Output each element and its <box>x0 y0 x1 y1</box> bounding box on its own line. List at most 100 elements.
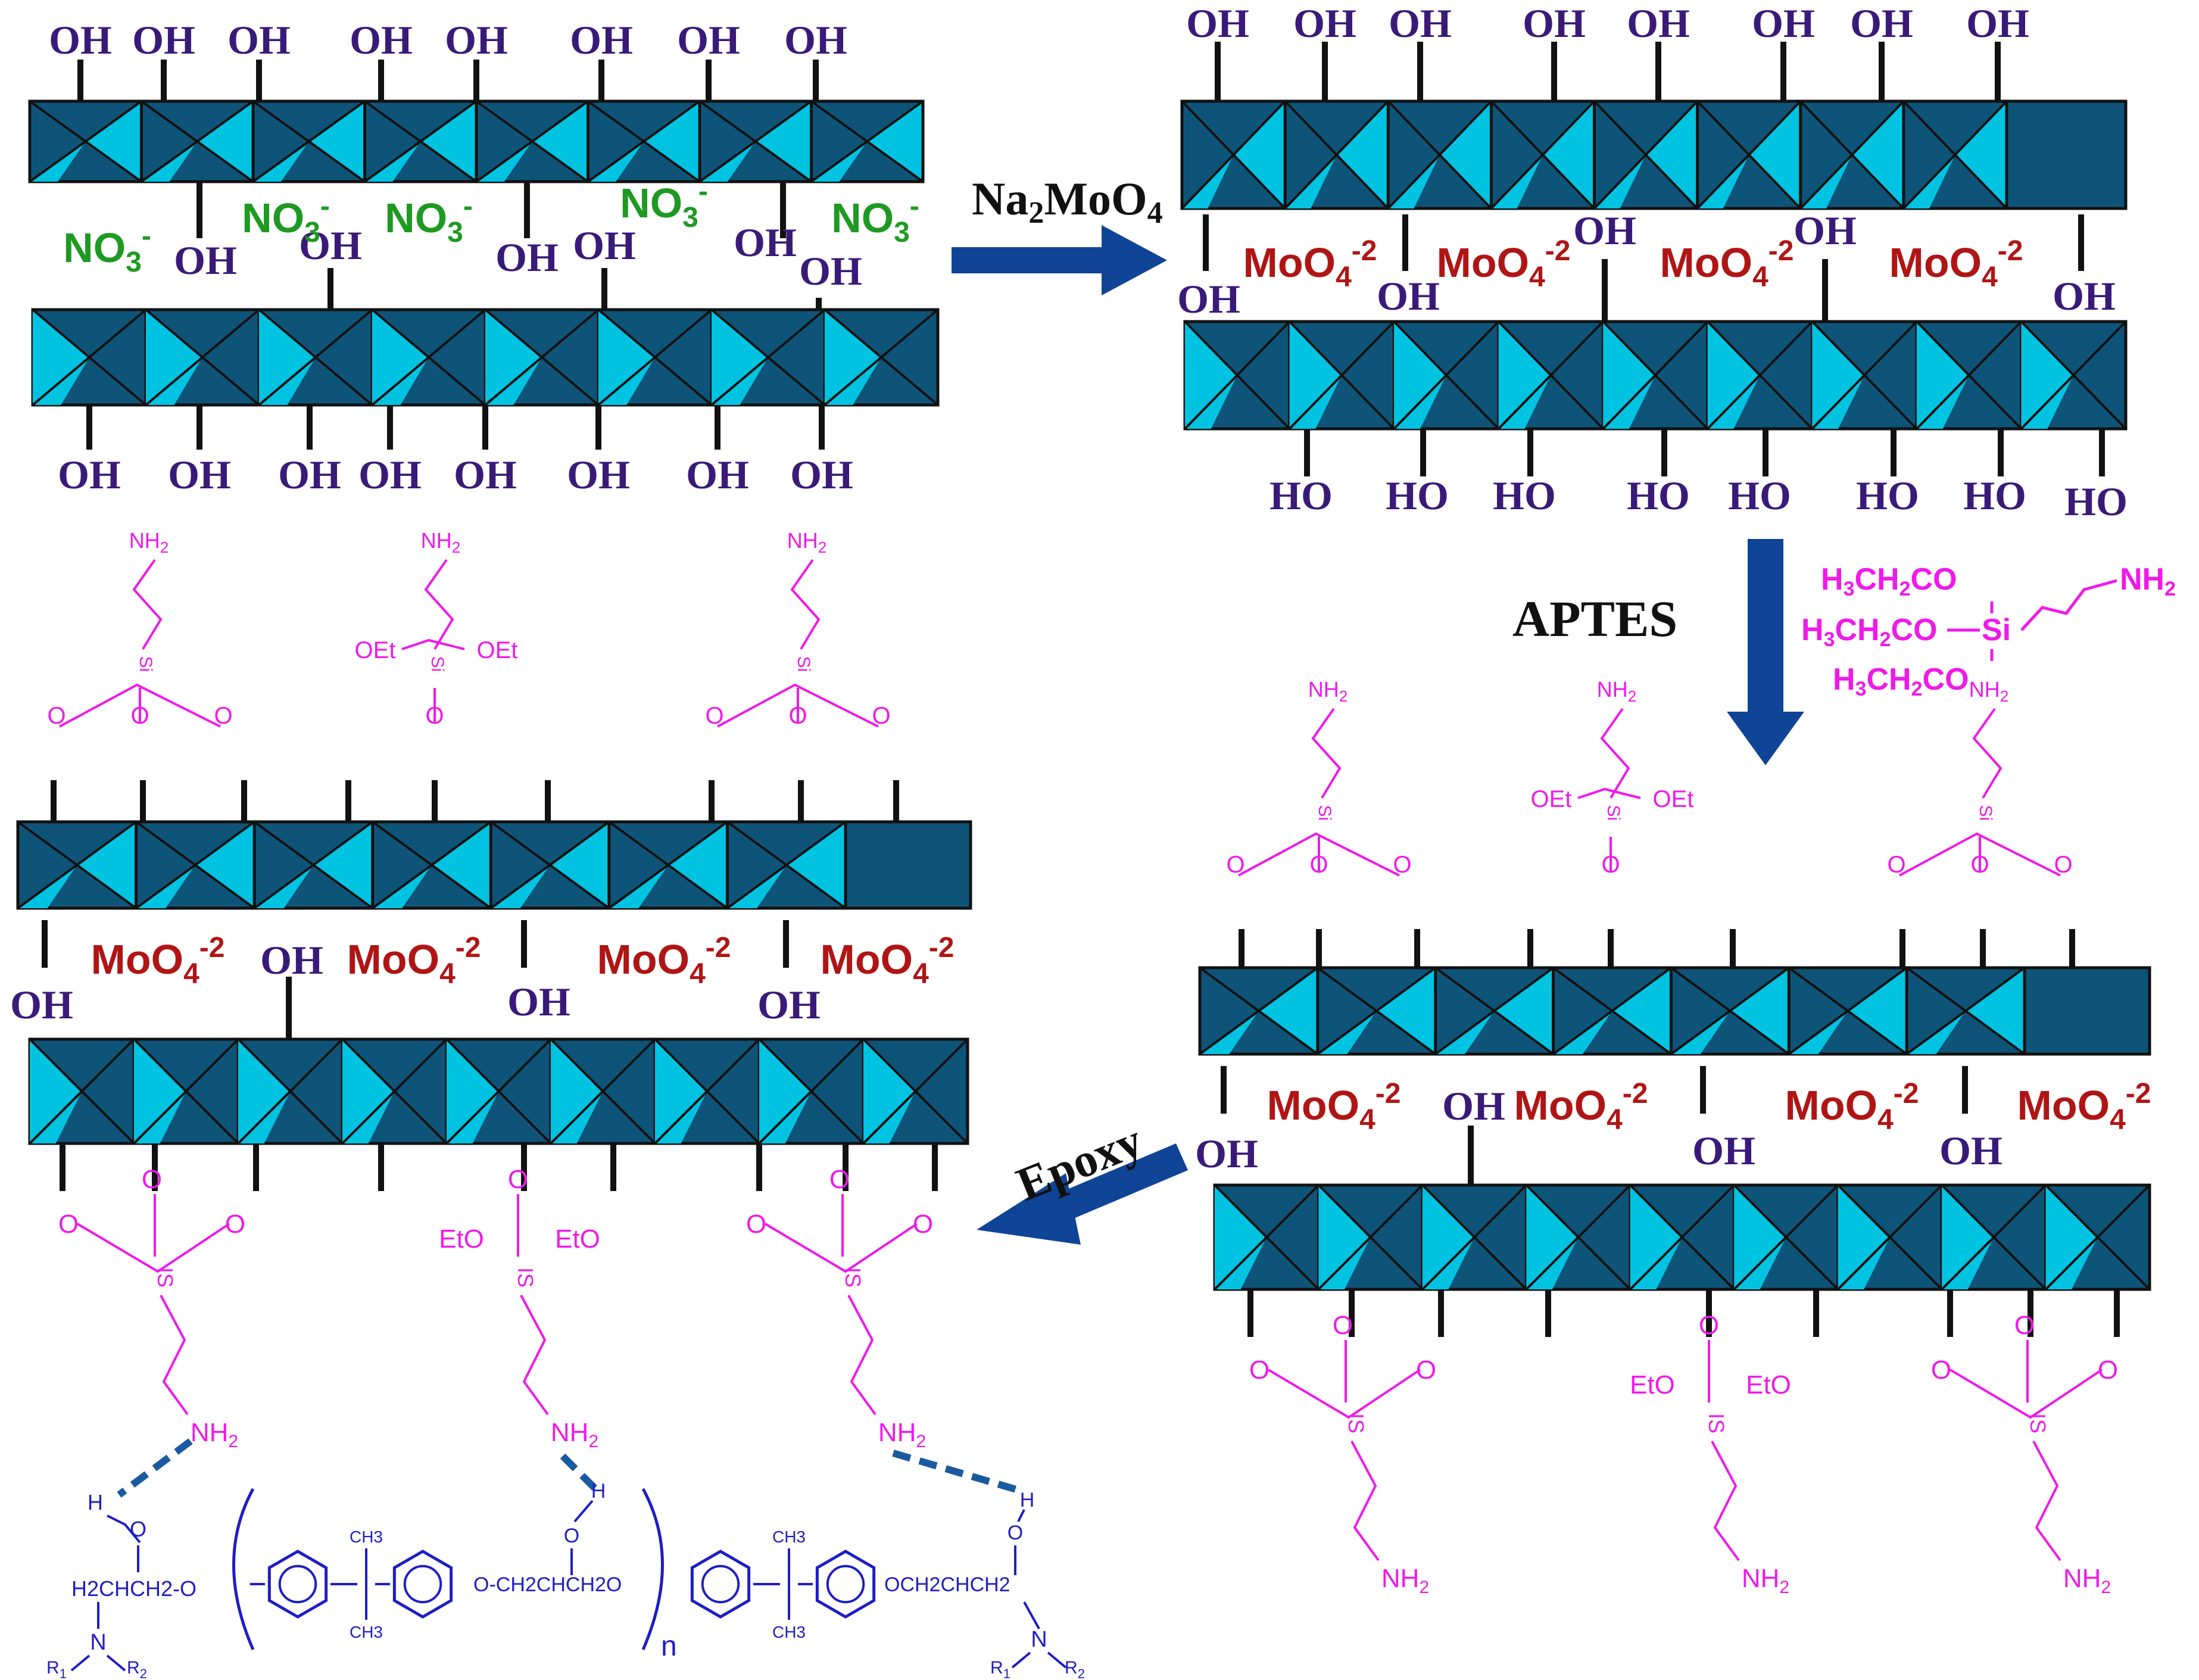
benzene-aromatic <box>701 1564 740 1604</box>
octahedron-edge <box>475 100 589 183</box>
octahedron-edge <box>237 1038 344 1145</box>
amine-group: NH2 <box>1969 677 2008 705</box>
panel3-layer-top <box>1198 966 2026 1056</box>
oxygen-atom: O <box>1249 1355 1270 1385</box>
methyl-group: CH3 <box>772 1528 806 1546</box>
octahedron-edge <box>1902 100 2008 210</box>
octahedron-face <box>1707 322 1760 429</box>
hydroxyl-label: OH <box>1293 1 1356 46</box>
propyl-chain <box>1711 1441 1740 1561</box>
molybdate-ion: MoO4-2 <box>1514 1078 1648 1136</box>
hydroxyl-label: OH <box>1627 1 1690 46</box>
silicon-atom: IS <box>1704 1413 1729 1433</box>
si-ethoxy-bond <box>401 638 465 650</box>
octahedron-edge <box>484 308 600 406</box>
octahedron-face <box>1526 1185 1579 1289</box>
octahedron-face <box>1185 322 1237 429</box>
hydroxyl-label: OH <box>260 937 323 983</box>
epoxy-end-group: H2CHCH2-O <box>71 1576 196 1601</box>
oxygen-atom: O <box>1333 1311 1353 1340</box>
octahedron-edge <box>1837 1184 1943 1291</box>
octahedron-edge <box>1799 100 1905 210</box>
oxygen-atom: O <box>705 703 723 729</box>
octahedron-face <box>551 1039 603 1143</box>
octahedron-face <box>655 1039 707 1143</box>
nitrogen-atom: N <box>90 1630 106 1655</box>
oxygen-atom: O <box>1887 852 1905 878</box>
octahedron-edge <box>1490 100 1595 210</box>
octahedron-edge <box>597 308 713 406</box>
hydroxyl-label: OH <box>1177 276 1240 322</box>
polymer-bond <box>1023 1601 1040 1629</box>
panel2-layer-bottom <box>1183 320 2128 431</box>
benzene-aromatic <box>278 1564 317 1604</box>
silicon-atom: Si <box>1315 805 1334 821</box>
r2-group: R2 <box>127 1658 147 1680</box>
polymer-bond <box>70 1654 91 1672</box>
octahedron-edge <box>1498 320 1604 430</box>
oxygen-atom: O <box>508 1165 528 1194</box>
hydroxyl-label: OH <box>1195 1131 1258 1176</box>
octahedron-edge <box>1317 967 1436 1055</box>
octahedron-face <box>1612 968 1671 1054</box>
polymer-bond <box>1017 1509 1025 1522</box>
octahedron-face <box>1233 101 1286 208</box>
molybdate-ion: MoO4-2 <box>1660 235 1794 293</box>
octahedron-face <box>342 1039 395 1143</box>
r1-group: R1 <box>46 1658 67 1680</box>
octahedron-edge <box>698 100 812 183</box>
benzene-ring <box>690 1550 751 1619</box>
octahedron-edge <box>2045 1184 2151 1291</box>
hydroxyl-label: OH <box>227 17 291 63</box>
aptes-structure: H3CH2CO H3CH2CO H3CH2CO Si NH2 <box>1801 562 2176 700</box>
hydroxyl-label: OH <box>445 17 508 63</box>
octahedron-edge <box>445 1038 552 1145</box>
octahedron-edge <box>133 1038 239 1145</box>
octahedron-edge <box>1670 967 1790 1055</box>
ethoxy-group: OEt <box>1531 786 1572 812</box>
octahedron-face <box>1542 101 1595 208</box>
octahedron-edge <box>587 100 701 183</box>
octahedron-face <box>30 1039 82 1143</box>
hydroxyl-label: OH <box>1186 1 1249 46</box>
octahedron-face <box>1494 968 1554 1054</box>
octahedron-edge <box>2020 320 2127 430</box>
silicon-atom: Si <box>1604 805 1623 821</box>
octahedron-face <box>259 310 316 405</box>
octahedron-face <box>1916 322 1969 429</box>
octahedron-face <box>447 1039 499 1143</box>
silicon-atom: IS <box>841 1267 865 1288</box>
hydroxyl-label: OH <box>1793 208 1857 253</box>
amine-group: NH2 <box>1308 677 1348 705</box>
svg-text:H3CH2CO: H3CH2CO <box>1821 562 1957 600</box>
hydroxyl-label: OH <box>757 982 821 1027</box>
polymer-bond <box>573 1500 594 1523</box>
octahedron-edge <box>17 821 137 909</box>
propyl-chain <box>790 559 821 650</box>
hydroxyl-label: OH <box>299 223 362 268</box>
ethoxy-group: EtO <box>439 1224 484 1254</box>
oxygen-atom: O <box>746 1210 766 1239</box>
hydroxyl-label: OH <box>1389 1 1452 46</box>
ethoxy-group: OEt <box>1653 786 1694 812</box>
svg-text:Si: Si <box>1982 613 2011 647</box>
si-o-bond <box>59 683 221 728</box>
hydrogen-atom: H <box>1020 1489 1035 1511</box>
hydrogen-bond <box>892 1450 1025 1495</box>
octahedron-edge <box>1602 320 1709 430</box>
octahedron-edge <box>1593 100 1699 210</box>
hydroxyl-label: HO <box>1270 473 1333 518</box>
octahedron-face <box>1646 101 1698 208</box>
hydroxyl-label: OH <box>350 17 413 63</box>
amine-group: NH2 <box>787 528 826 556</box>
octahedron-face <box>420 101 476 182</box>
octahedron-face <box>1603 322 1655 429</box>
octahedron-face <box>668 822 728 908</box>
polymer-bond <box>1047 1651 1067 1669</box>
hydroxyl-label: OH <box>567 452 630 497</box>
arrow-step1 <box>952 225 1167 295</box>
octahedron-edge <box>810 100 924 183</box>
step1-label: Na2MoO4 <box>972 173 1163 230</box>
